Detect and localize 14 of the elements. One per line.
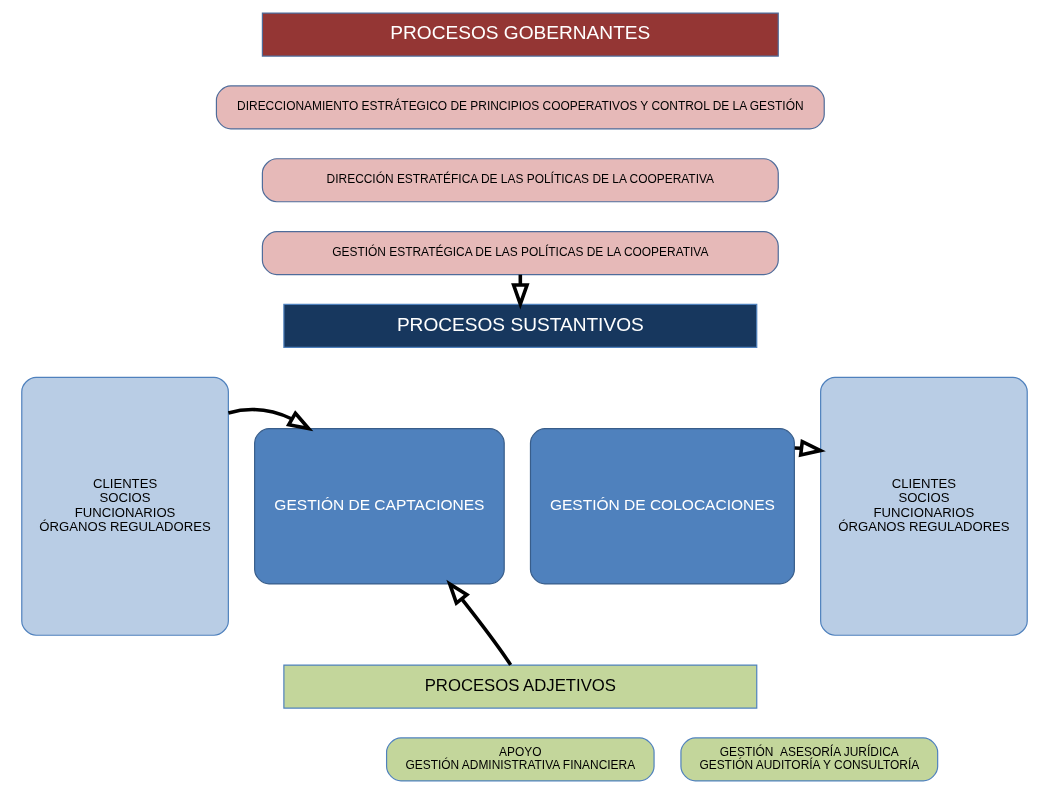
arrow [227, 407, 313, 432]
arrow [445, 579, 512, 666]
node-box: APOYO GESTIÓN ADMINISTRATIVA FINANCIERA [385, 737, 655, 782]
node-box: PROCESOS SUSTANTIVOS [282, 303, 757, 349]
node-box: DIRECCIONAMIENTO ESTRÁTEGICO DE PRINCIPIOS COOPERATIVOS Y CONTROL DE LA GESTIÓN [215, 85, 825, 130]
node-box: CLIENTES SOCIOS FUNCIONARIOS ÓRGANOS REGULADORES [819, 376, 1028, 636]
node-box: DIRECCIÓN ESTRATÉFICA DE LAS POLÍTICAS DE LA COOPERATIVA [261, 158, 779, 203]
node-box: PROCESOS ADJETIVOS [282, 664, 757, 709]
node-box: PROCESOS GOBERNANTES [261, 12, 779, 57]
node-box: GESTIÓN ESTRATÉGICA DE LAS POLÍTICAS DE LA COOPERATIVA [261, 231, 779, 276]
node-box: GESTIÓN ASESORÍA JURÍDICA GESTIÓN AUDITORÍA Y CONSULTORÍA [679, 737, 938, 782]
node-box: GESTIÓN DE COLOCACIONES [529, 428, 795, 585]
node-box: GESTIÓN DE CAPTACIONES [253, 428, 505, 585]
node-box: CLIENTES SOCIOS FUNCIONARIOS ÓRGANOS REGULADORES [20, 376, 229, 636]
